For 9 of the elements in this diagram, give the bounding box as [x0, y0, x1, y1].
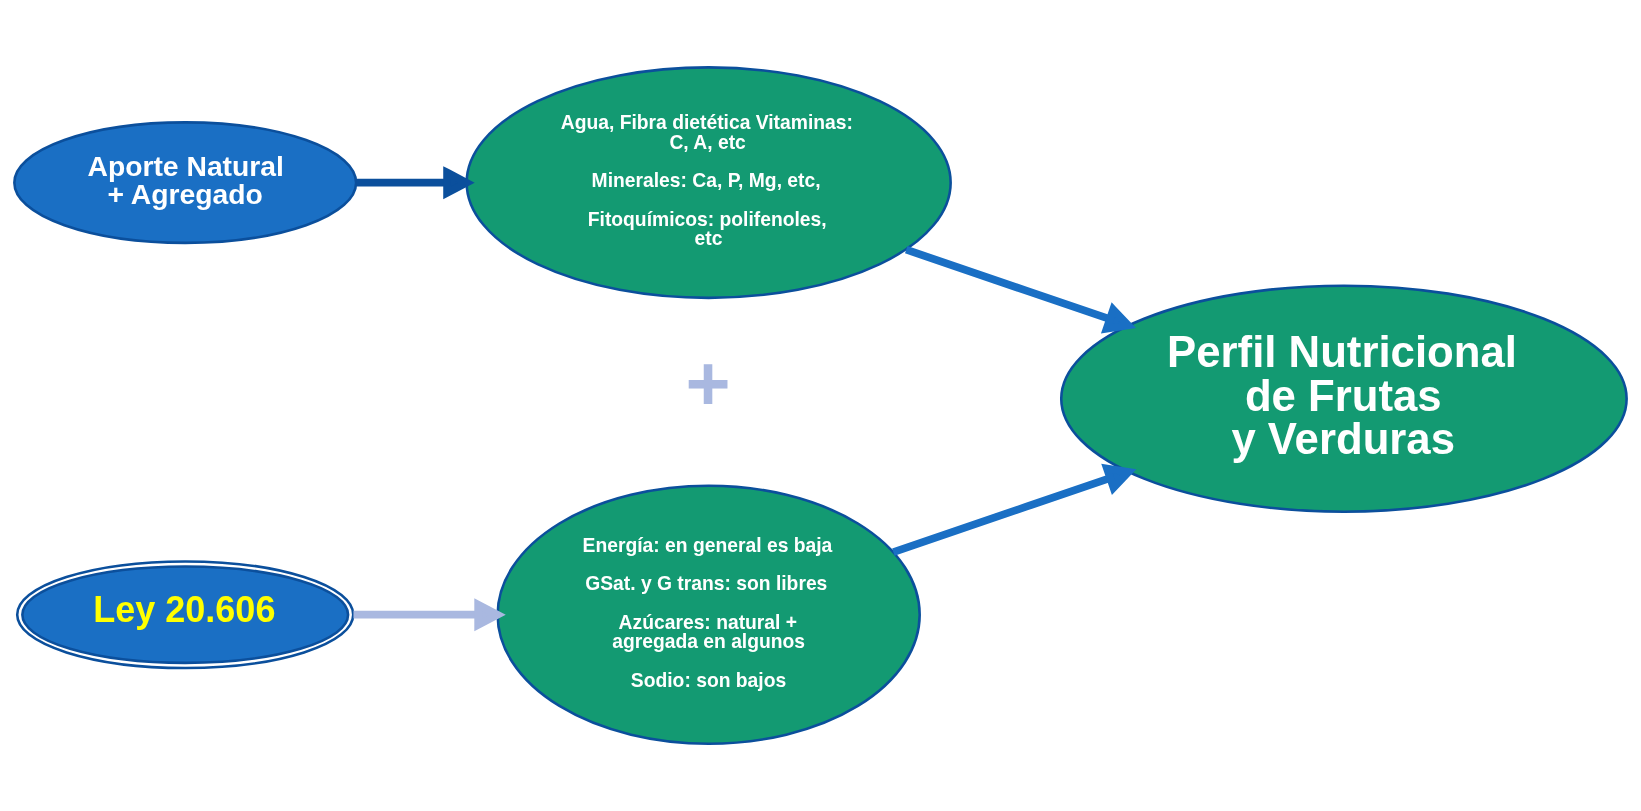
node-ellipse: Energía: en general es baja GSat. y G trans: son libres Azúcares: natural + agregada en algunos Sodio: son bajos	[496, 484, 921, 746]
arrow	[356, 166, 475, 200]
node-ellipse: Aporte Natural + Agregado	[13, 121, 358, 245]
node-ellipse: Agua, Fibra dietética Vitaminas: C, A, etc Minerales: Ca, P, Mg, etc, Fitoquímicos: polifenoles, etc	[465, 66, 952, 300]
arrow	[904, 246, 1137, 334]
node-ellipse: Perfil Nutricional de Frutas y Verduras	[1059, 284, 1628, 513]
node-ellipse: Ley 20.606	[15, 560, 355, 670]
arrow	[892, 463, 1137, 556]
label: +	[685, 340, 731, 427]
